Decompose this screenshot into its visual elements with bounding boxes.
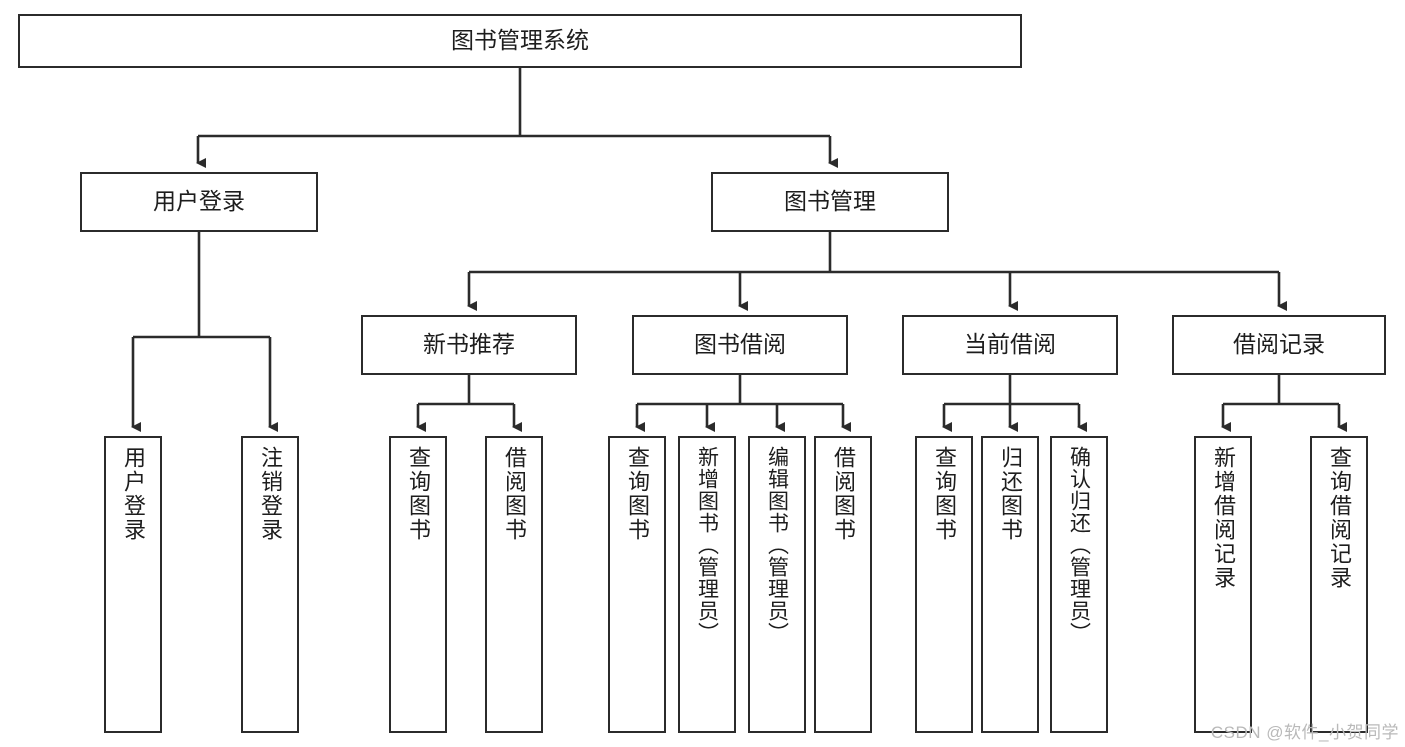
node-label: 归还图书	[998, 446, 1023, 542]
node-label: 图书管理	[784, 188, 876, 215]
watermark: CSDN @软件_小贺同学	[1210, 723, 1399, 742]
node-label: 借阅图书	[502, 446, 527, 542]
node-label: 编辑图书（管理员）	[765, 446, 789, 644]
node-borrow-record[interactable]: 借阅记录	[1172, 315, 1386, 375]
leaf-recommend-query-book[interactable]: 查询图书	[389, 436, 447, 733]
node-label: 借阅图书	[831, 446, 856, 542]
node-label: 新增图书（管理员）	[695, 446, 719, 644]
node-new-book-recommend[interactable]: 新书推荐	[361, 315, 577, 375]
leaf-borrow-borrow-book[interactable]: 借阅图书	[814, 436, 872, 733]
node-label: 借阅记录	[1233, 331, 1325, 358]
leaf-record-query-record[interactable]: 查询借阅记录	[1310, 436, 1368, 733]
node-label: 用户登录	[153, 188, 245, 215]
node-label: 确认归还（管理员）	[1067, 446, 1091, 644]
leaf-borrow-query-book[interactable]: 查询图书	[608, 436, 666, 733]
node-label: 注销登录	[258, 446, 283, 542]
leaf-user-login-logout[interactable]: 注销登录	[241, 436, 299, 733]
node-current-borrow[interactable]: 当前借阅	[902, 315, 1118, 375]
leaf-record-add-record[interactable]: 新增借阅记录	[1194, 436, 1252, 733]
node-root-book-management-system[interactable]: 图书管理系统	[18, 14, 1022, 68]
leaf-current-query-book[interactable]: 查询图书	[915, 436, 973, 733]
node-label: 当前借阅	[964, 331, 1056, 358]
leaf-borrow-edit-book-admin[interactable]: 编辑图书（管理员）	[748, 436, 806, 733]
leaf-user-login-login[interactable]: 用户登录	[104, 436, 162, 733]
node-label: 新书推荐	[423, 331, 515, 358]
node-label: 查询借阅记录	[1327, 446, 1352, 590]
leaf-current-confirm-return-admin[interactable]: 确认归还（管理员）	[1050, 436, 1108, 733]
leaf-borrow-add-book-admin[interactable]: 新增图书（管理员）	[678, 436, 736, 733]
node-label: 图书管理系统	[451, 27, 589, 54]
node-user-login[interactable]: 用户登录	[80, 172, 318, 232]
node-label: 图书借阅	[694, 331, 786, 358]
node-label: 查询图书	[406, 446, 431, 542]
node-book-borrow[interactable]: 图书借阅	[632, 315, 848, 375]
node-book-management[interactable]: 图书管理	[711, 172, 949, 232]
node-label: 新增借阅记录	[1211, 446, 1236, 590]
leaf-current-return-book[interactable]: 归还图书	[981, 436, 1039, 733]
leaf-recommend-borrow-book[interactable]: 借阅图书	[485, 436, 543, 733]
node-label: 查询图书	[932, 446, 957, 542]
node-label: 用户登录	[121, 446, 146, 542]
node-label: 查询图书	[625, 446, 650, 542]
